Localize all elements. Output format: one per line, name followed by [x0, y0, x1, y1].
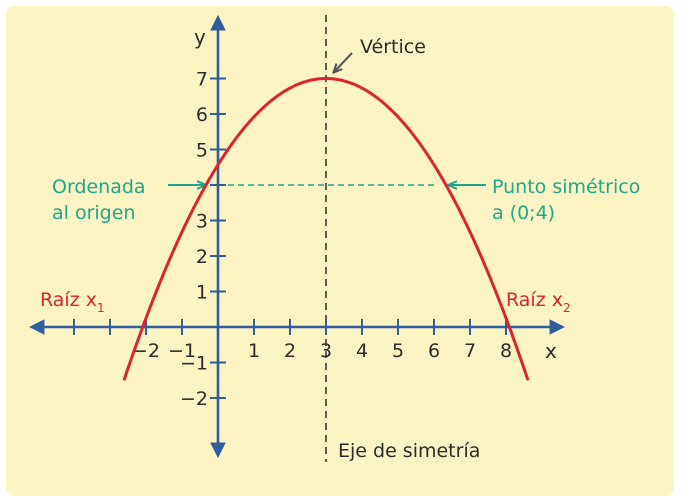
intercept-annotation-line2: al origen: [52, 202, 135, 224]
plot-background: [6, 6, 674, 496]
y-axis-label: y: [194, 25, 206, 49]
root2-annotation: Raíz x2: [506, 289, 571, 315]
root2-annotation-text: Raíz x: [506, 289, 563, 311]
y-tick-label--2: −2: [180, 388, 208, 410]
y-tick-label-7: 7: [196, 69, 208, 91]
x-tick-label-2: 2: [284, 340, 296, 362]
intercept-annotation-line1: Ordenada: [52, 176, 146, 198]
x-tick-label--2: −2: [132, 340, 160, 362]
parabola-curve: [122, 77, 530, 381]
symmetric-point-annotation-line1: Punto simétrico: [492, 176, 640, 198]
x-tick-label-3: 3: [320, 340, 332, 362]
vertex-annotation: Vértice: [360, 36, 426, 58]
y-tick-label--1: −1: [180, 353, 208, 375]
x-tick-label-1: 1: [248, 340, 260, 362]
x-tick-label-8: 8: [500, 340, 512, 362]
x-axis-label: x: [545, 339, 557, 363]
y-tick-label-2: 2: [196, 246, 208, 268]
x-tick-label-5: 5: [392, 340, 404, 362]
x-tick-label--1: −1: [168, 340, 196, 362]
symmetric-point-annotation-line2: a (0;4): [492, 202, 555, 224]
y-tick-label-6: 6: [196, 104, 208, 126]
x-tick-label-4: 4: [356, 340, 368, 362]
root1-annotation-text: Raíz x: [40, 289, 97, 311]
y-tick-label-5: 5: [196, 140, 208, 162]
y-tick-label-3: 3: [196, 211, 208, 233]
root2-annotation-subscript: 2: [563, 301, 571, 315]
symmetry-axis-annotation: Eje de simetría: [338, 440, 480, 462]
x-tick-label-7: 7: [464, 340, 476, 362]
vertex-arrow: [334, 52, 353, 72]
y-tick-label-1: 1: [196, 282, 208, 304]
x-tick-label-6: 6: [428, 340, 440, 362]
root1-annotation: Raíz x1: [40, 289, 105, 315]
root1-annotation-subscript: 1: [97, 301, 105, 315]
